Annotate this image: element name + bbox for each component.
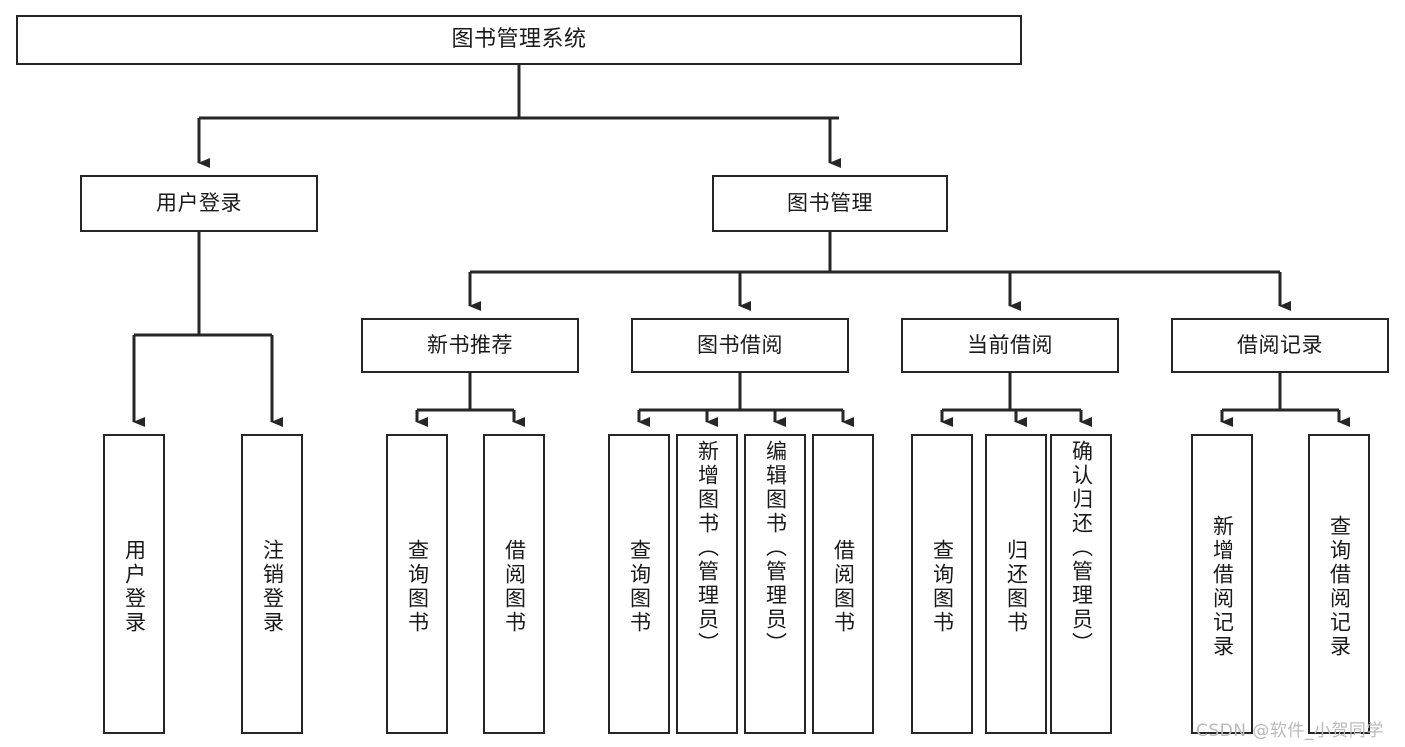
node-new-book-rec-label: 新书推荐 bbox=[427, 333, 513, 358]
node-borrow-record[interactable]: 借阅记录 bbox=[1171, 318, 1389, 373]
node-leaf-rec-query-book-label: 查询图书 bbox=[405, 539, 430, 635]
node-leaf-return-book-label: 归还图书 bbox=[1004, 539, 1029, 635]
node-leaf-user-login[interactable]: 用户登录 bbox=[103, 434, 165, 734]
node-leaf-user-logout[interactable]: 注销登录 bbox=[241, 434, 303, 734]
node-leaf-add-book-admin-label: 新增图书（管理员） bbox=[695, 440, 720, 656]
node-leaf-user-logout-label: 注销登录 bbox=[260, 539, 285, 635]
node-book-manage-label: 图书管理 bbox=[787, 191, 873, 216]
node-leaf-add-borrow-record-label: 新增借阅记录 bbox=[1210, 515, 1235, 659]
node-leaf-borrow-book[interactable]: 借阅图书 bbox=[812, 434, 874, 734]
node-leaf-user-login-label: 用户登录 bbox=[122, 539, 147, 635]
node-new-book-rec[interactable]: 新书推荐 bbox=[361, 318, 579, 373]
node-leaf-add-book-admin[interactable]: 新增图书（管理员） bbox=[676, 434, 738, 734]
node-leaf-query-borrow-record-label: 查询借阅记录 bbox=[1327, 515, 1352, 659]
node-borrow-record-label: 借阅记录 bbox=[1237, 333, 1323, 358]
node-current-borrow[interactable]: 当前借阅 bbox=[901, 318, 1119, 373]
node-leaf-borrow-book-label: 借阅图书 bbox=[831, 539, 856, 635]
node-leaf-add-borrow-record[interactable]: 新增借阅记录 bbox=[1191, 434, 1253, 734]
node-leaf-return-book[interactable]: 归还图书 bbox=[985, 434, 1047, 734]
node-leaf-cur-query-book-label: 查询图书 bbox=[930, 539, 955, 635]
node-leaf-cur-query-book[interactable]: 查询图书 bbox=[911, 434, 973, 734]
node-book-manage[interactable]: 图书管理 bbox=[712, 175, 948, 232]
node-leaf-edit-book-admin[interactable]: 编辑图书（管理员） bbox=[744, 434, 806, 734]
node-leaf-borrow-query-book-label: 查询图书 bbox=[627, 539, 652, 635]
node-user-login-label: 用户登录 bbox=[156, 191, 242, 216]
node-leaf-confirm-return-admin[interactable]: 确认归还（管理员） bbox=[1050, 434, 1112, 734]
node-leaf-rec-borrow-book-label: 借阅图书 bbox=[502, 539, 527, 635]
node-root[interactable]: 图书管理系统 bbox=[16, 15, 1022, 65]
node-book-borrow[interactable]: 图书借阅 bbox=[631, 318, 849, 373]
node-leaf-rec-borrow-book[interactable]: 借阅图书 bbox=[483, 434, 545, 734]
node-leaf-confirm-return-admin-label: 确认归还（管理员） bbox=[1069, 440, 1094, 656]
node-leaf-query-borrow-record[interactable]: 查询借阅记录 bbox=[1308, 434, 1370, 734]
node-leaf-edit-book-admin-label: 编辑图书（管理员） bbox=[763, 440, 788, 656]
node-root-label: 图书管理系统 bbox=[451, 27, 587, 53]
csdn-watermark: CSDN @软件_小贺同学 bbox=[1196, 721, 1384, 741]
node-current-borrow-label: 当前借阅 bbox=[967, 333, 1053, 358]
node-leaf-rec-query-book[interactable]: 查询图书 bbox=[386, 434, 448, 734]
node-leaf-borrow-query-book[interactable]: 查询图书 bbox=[608, 434, 670, 734]
node-user-login[interactable]: 用户登录 bbox=[80, 175, 318, 232]
node-book-borrow-label: 图书借阅 bbox=[697, 333, 783, 358]
